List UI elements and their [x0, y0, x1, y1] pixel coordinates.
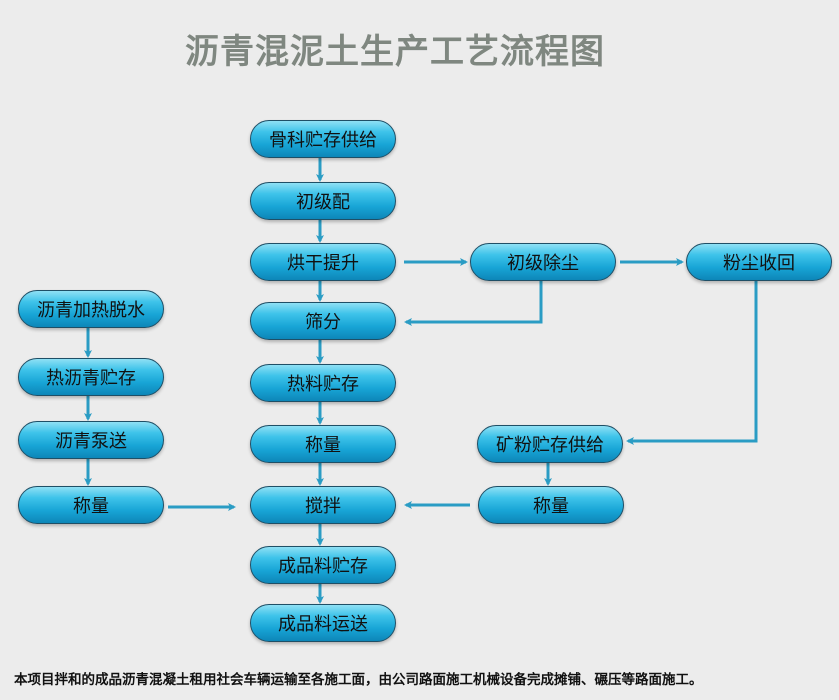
node-drying-lifting: 烘干提升	[250, 243, 396, 281]
node-aggregate-supply: 骨科贮存供给	[250, 120, 396, 158]
node-asphalt-heating: 沥青加热脱水	[18, 290, 164, 328]
arrow	[626, 281, 758, 445]
diagram-title: 沥青混泥土生产工艺流程图	[185, 32, 605, 72]
node-asphalt-weighing: 称量	[18, 486, 164, 524]
arrow	[404, 281, 543, 326]
node-primary-grading: 初级配	[250, 182, 396, 220]
node-primary-dust-removal: 初级除尘	[470, 243, 616, 281]
node-mixing: 搅拌	[250, 486, 396, 524]
node-asphalt-pumping: 沥青泵送	[18, 421, 164, 459]
node-hot-storage: 热料贮存	[250, 364, 396, 402]
node-powder-weighing: 称量	[478, 486, 624, 524]
node-dust-recovery: 粉尘收回	[686, 243, 832, 281]
node-screening: 筛分	[250, 302, 396, 340]
node-product-transport: 成品料运送	[250, 604, 396, 642]
node-weighing: 称量	[250, 425, 396, 463]
node-hot-asphalt-storage: 热沥青贮存	[18, 358, 164, 396]
node-product-storage: 成品料贮存	[250, 546, 396, 584]
footnote: 本项目拌和的成品沥青混凝土租用社会车辆运输至各施工面，由公司路面施工机械设备完成…	[14, 672, 703, 688]
node-mineral-powder-supply: 矿粉贮存供给	[477, 425, 623, 463]
